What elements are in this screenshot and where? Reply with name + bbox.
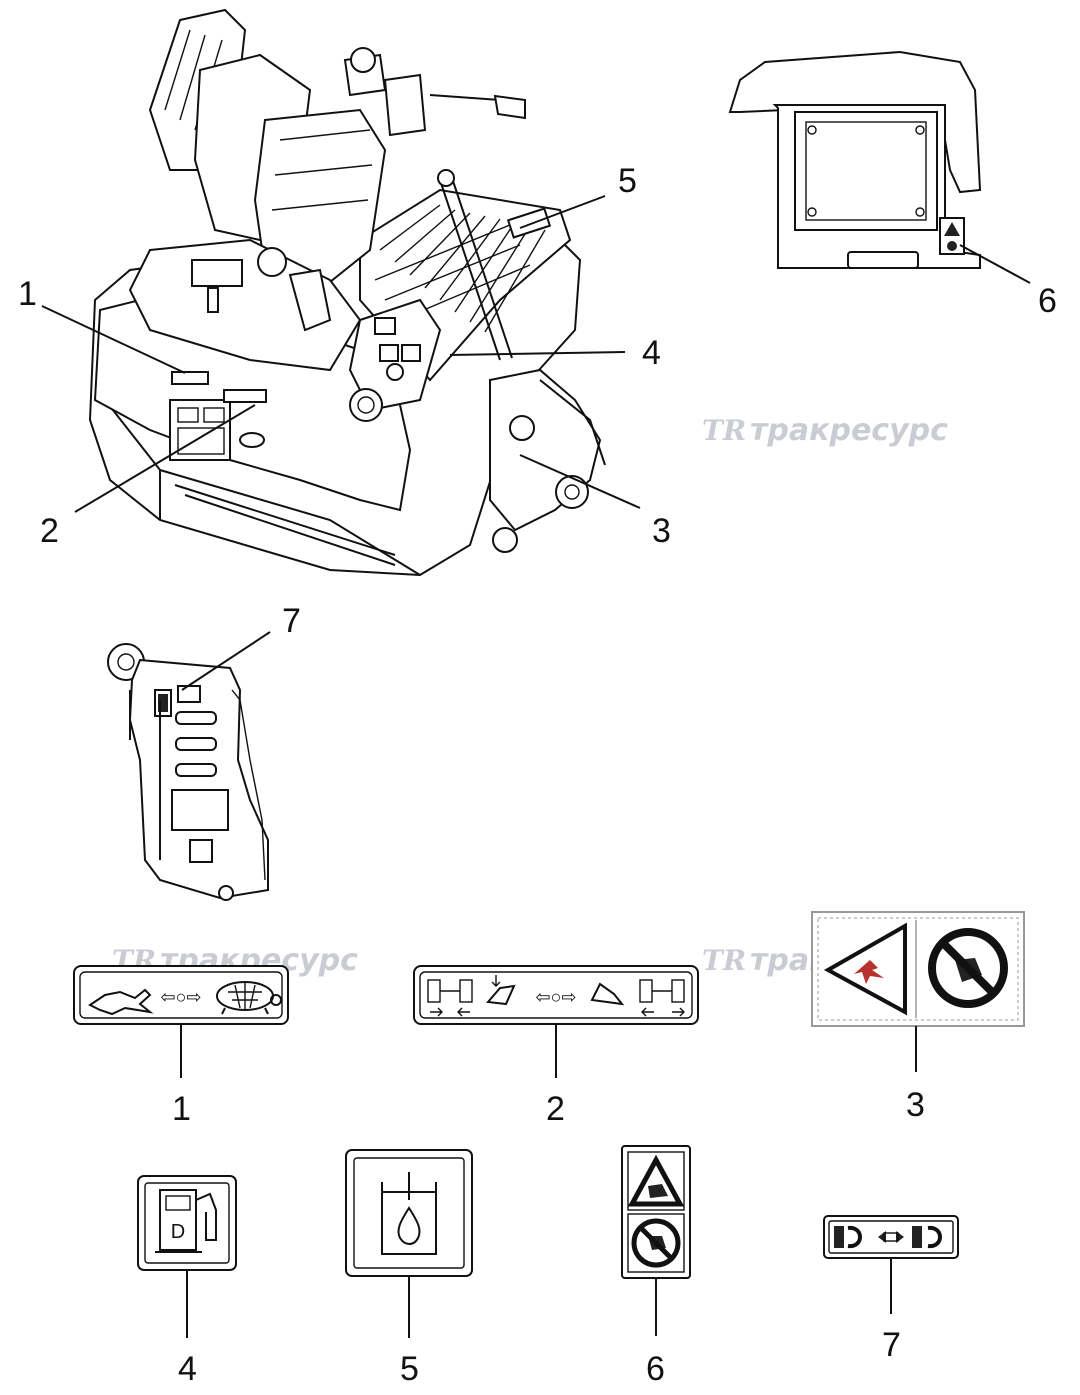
watermark-logo: TR xyxy=(702,414,746,447)
no-entry-icon xyxy=(631,1218,681,1268)
leader-lines xyxy=(41,195,1031,691)
blade-down-icon xyxy=(486,975,516,1006)
decal-7-coupler xyxy=(823,1215,959,1259)
turtle-icon xyxy=(216,981,282,1015)
callout-4: 4 xyxy=(642,334,661,372)
operator-platform-drawing xyxy=(88,8,606,577)
canopy-drawing xyxy=(728,50,982,269)
callout-6: 6 xyxy=(1038,282,1057,320)
watermark-text: тракресурс xyxy=(750,413,948,448)
blade-up-icon xyxy=(590,982,625,1006)
tracks-arrows: ⇦○⇨ xyxy=(535,987,576,1007)
label-3: 3 xyxy=(906,1086,925,1124)
coupler-icon xyxy=(834,1225,942,1249)
label-5: 5 xyxy=(400,1350,419,1388)
label-7: 7 xyxy=(882,1326,901,1364)
label-1: 1 xyxy=(172,1090,191,1128)
decal-1-speed: ⇦○⇨ xyxy=(73,965,289,1025)
track-retract-icon xyxy=(427,979,473,1017)
no-entry-icon xyxy=(928,928,1008,1008)
rabbit-icon xyxy=(88,988,154,1016)
decal-4-fuel: D xyxy=(137,1175,237,1271)
side-console-drawing xyxy=(107,643,269,901)
speed-arrows: ⇦○⇨ xyxy=(160,987,201,1007)
callout-5: 5 xyxy=(618,162,637,200)
callout-2: 2 xyxy=(40,512,59,550)
callout-3: 3 xyxy=(652,512,671,550)
decal-5-hydraulic-oil xyxy=(345,1149,473,1277)
callout-1: 1 xyxy=(18,275,37,313)
decal-2-tracks: ⇦○⇨ xyxy=(413,965,699,1025)
fuel-pump-icon: D xyxy=(155,1189,217,1253)
callout-numbers: 1 2 3 4 5 6 7 xyxy=(18,162,1057,640)
oil-tank-icon xyxy=(381,1172,437,1255)
callout-7: 7 xyxy=(282,602,301,640)
label-6: 6 xyxy=(646,1350,665,1388)
watermark-top-right: TR тракресурс xyxy=(702,413,948,448)
fuel-letter: D xyxy=(171,1221,185,1243)
label-2: 2 xyxy=(546,1090,565,1128)
decal-3-warning xyxy=(811,911,1025,1027)
decal-6-warning xyxy=(621,1145,691,1279)
label-4: 4 xyxy=(178,1350,197,1388)
track-extend-icon xyxy=(639,979,685,1017)
watermark-logo: TR xyxy=(702,944,746,977)
